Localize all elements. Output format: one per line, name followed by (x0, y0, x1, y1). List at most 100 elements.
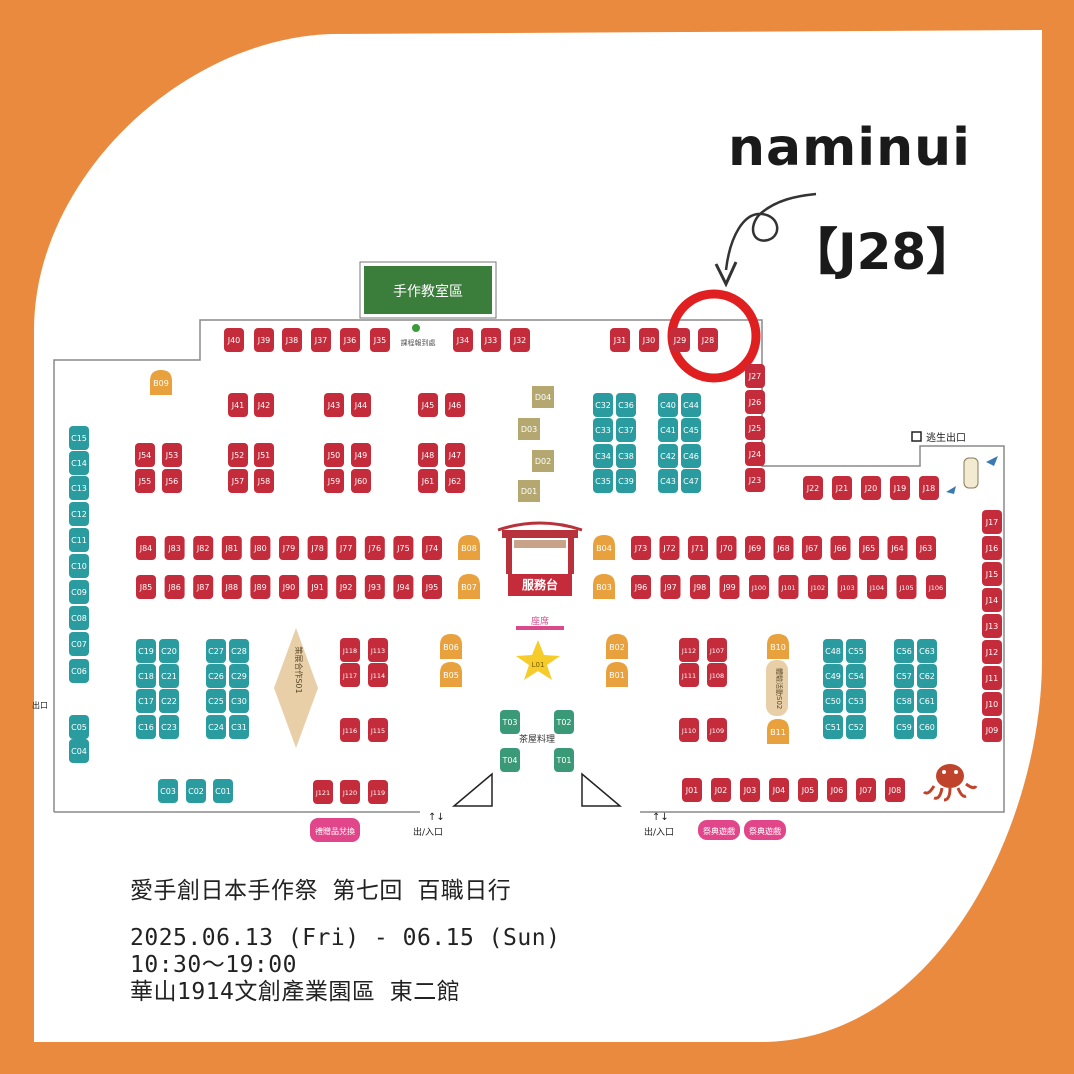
booth-c20[interactable]: C20 (159, 639, 179, 663)
booth-j73[interactable]: J73 (631, 536, 651, 560)
booth-c14[interactable]: C14 (69, 451, 89, 475)
booth-j23[interactable]: J23 (745, 468, 765, 492)
booth-c38[interactable]: C38 (616, 444, 636, 468)
booth-t03[interactable]: T03 (500, 710, 520, 734)
booth-j49[interactable]: J49 (351, 443, 371, 467)
booth-j32[interactable]: J32 (510, 328, 530, 352)
booth-j82[interactable]: J82 (193, 536, 214, 560)
booth-j12[interactable]: J12 (982, 640, 1002, 664)
booth-c56[interactable]: C56 (894, 639, 914, 663)
booth-j44[interactable]: J44 (351, 393, 371, 417)
booth-c43[interactable]: C43 (658, 469, 678, 493)
booth-j112[interactable]: J112 (679, 638, 699, 662)
booth-c44[interactable]: C44 (681, 393, 701, 417)
booth-c60[interactable]: C60 (917, 715, 937, 739)
booth-c49[interactable]: C49 (823, 664, 843, 688)
booth-j70[interactable]: J70 (716, 536, 737, 560)
booth-c12[interactable]: C12 (69, 502, 89, 526)
booth-j88[interactable]: J88 (221, 575, 242, 599)
booth-j113[interactable]: J113 (368, 638, 388, 662)
booth-j102[interactable]: J102 (808, 575, 828, 599)
booth-c34[interactable]: C34 (593, 444, 613, 468)
booth-c53[interactable]: C53 (846, 689, 866, 713)
booth-j61[interactable]: J61 (418, 469, 438, 493)
booth-j110[interactable]: J110 (679, 718, 699, 742)
booth-j19[interactable]: J19 (890, 476, 910, 500)
booth-j39[interactable]: J39 (254, 328, 274, 352)
booth-c55[interactable]: C55 (846, 639, 866, 663)
booth-j31[interactable]: J31 (610, 328, 630, 352)
booth-j64[interactable]: J64 (887, 536, 908, 560)
booth-j05[interactable]: J05 (798, 778, 818, 802)
booth-j47[interactable]: J47 (445, 443, 465, 467)
booth-j22[interactable]: J22 (803, 476, 823, 500)
booth-c08[interactable]: C08 (69, 606, 89, 630)
booth-c23[interactable]: C23 (159, 715, 179, 739)
booth-c03[interactable]: C03 (158, 779, 178, 803)
booth-j76[interactable]: J76 (364, 536, 385, 560)
booth-c57[interactable]: C57 (894, 664, 914, 688)
booth-j24[interactable]: J24 (745, 442, 765, 466)
booth-j107[interactable]: J107 (707, 638, 727, 662)
booth-j78[interactable]: J78 (307, 536, 328, 560)
booth-b09[interactable]: B09 (150, 370, 172, 395)
booth-c01[interactable]: C01 (213, 779, 233, 803)
booth-b04[interactable]: B04 (593, 535, 615, 560)
booth-j14[interactable]: J14 (982, 588, 1002, 612)
booth-c48[interactable]: C48 (823, 639, 843, 663)
booth-c22[interactable]: C22 (159, 689, 179, 713)
booth-j111[interactable]: J111 (679, 663, 699, 687)
booth-j98[interactable]: J98 (690, 575, 710, 599)
booth-j06[interactable]: J06 (827, 778, 847, 802)
booth-j77[interactable]: J77 (336, 536, 357, 560)
booth-j30[interactable]: J30 (639, 328, 659, 352)
booth-c30[interactable]: C30 (229, 689, 249, 713)
booth-j38[interactable]: J38 (282, 328, 302, 352)
booth-j119[interactable]: J119 (368, 780, 388, 804)
booth-c05[interactable]: C05 (69, 715, 89, 739)
booth-j08[interactable]: J08 (885, 778, 905, 802)
booth-j74[interactable]: J74 (422, 536, 442, 560)
booth-j56[interactable]: J56 (162, 469, 182, 493)
booth-j105[interactable]: J105 (896, 575, 917, 599)
booth-c17[interactable]: C17 (136, 689, 156, 713)
booth-j60[interactable]: J60 (351, 469, 371, 493)
booth-j40[interactable]: J40 (224, 328, 244, 352)
booth-c02[interactable]: C02 (186, 779, 206, 803)
booth-t02[interactable]: T02 (554, 710, 574, 734)
booth-j80[interactable]: J80 (250, 536, 271, 560)
booth-j58[interactable]: J58 (254, 469, 274, 493)
booth-j48[interactable]: J48 (418, 443, 438, 467)
booth-c06[interactable]: C06 (69, 659, 89, 683)
booth-j62[interactable]: J62 (445, 469, 465, 493)
booth-j27[interactable]: J27 (745, 364, 765, 388)
booth-j75[interactable]: J75 (393, 536, 414, 560)
booth-j100[interactable]: J100 (749, 575, 769, 599)
booth-c54[interactable]: C54 (846, 664, 866, 688)
booth-j115[interactable]: J115 (368, 718, 388, 742)
booth-j07[interactable]: J07 (856, 778, 876, 802)
booth-c37[interactable]: C37 (616, 418, 636, 442)
booth-c61[interactable]: C61 (917, 689, 937, 713)
booth-j84[interactable]: J84 (136, 536, 156, 560)
booth-j108[interactable]: J108 (707, 663, 727, 687)
booth-c35[interactable]: C35 (593, 469, 613, 493)
booth-j02[interactable]: J02 (711, 778, 731, 802)
booth-j17[interactable]: J17 (982, 510, 1002, 534)
booth-c33[interactable]: C33 (593, 418, 613, 442)
booth-j96[interactable]: J96 (631, 575, 651, 599)
booth-j46[interactable]: J46 (445, 393, 465, 417)
booth-c40[interactable]: C40 (658, 393, 678, 417)
booth-j15[interactable]: J15 (982, 562, 1002, 586)
booth-j83[interactable]: J83 (164, 536, 185, 560)
booth-c19[interactable]: C19 (136, 639, 156, 663)
booth-c50[interactable]: C50 (823, 689, 843, 713)
booth-j50[interactable]: J50 (324, 443, 344, 467)
booth-c39[interactable]: C39 (616, 469, 636, 493)
booth-c13[interactable]: C13 (69, 476, 89, 500)
booth-j81[interactable]: J81 (221, 536, 242, 560)
booth-c47[interactable]: C47 (681, 469, 701, 493)
booth-j26[interactable]: J26 (745, 390, 765, 414)
booth-c21[interactable]: C21 (159, 664, 179, 688)
booth-j91[interactable]: J91 (307, 575, 328, 599)
